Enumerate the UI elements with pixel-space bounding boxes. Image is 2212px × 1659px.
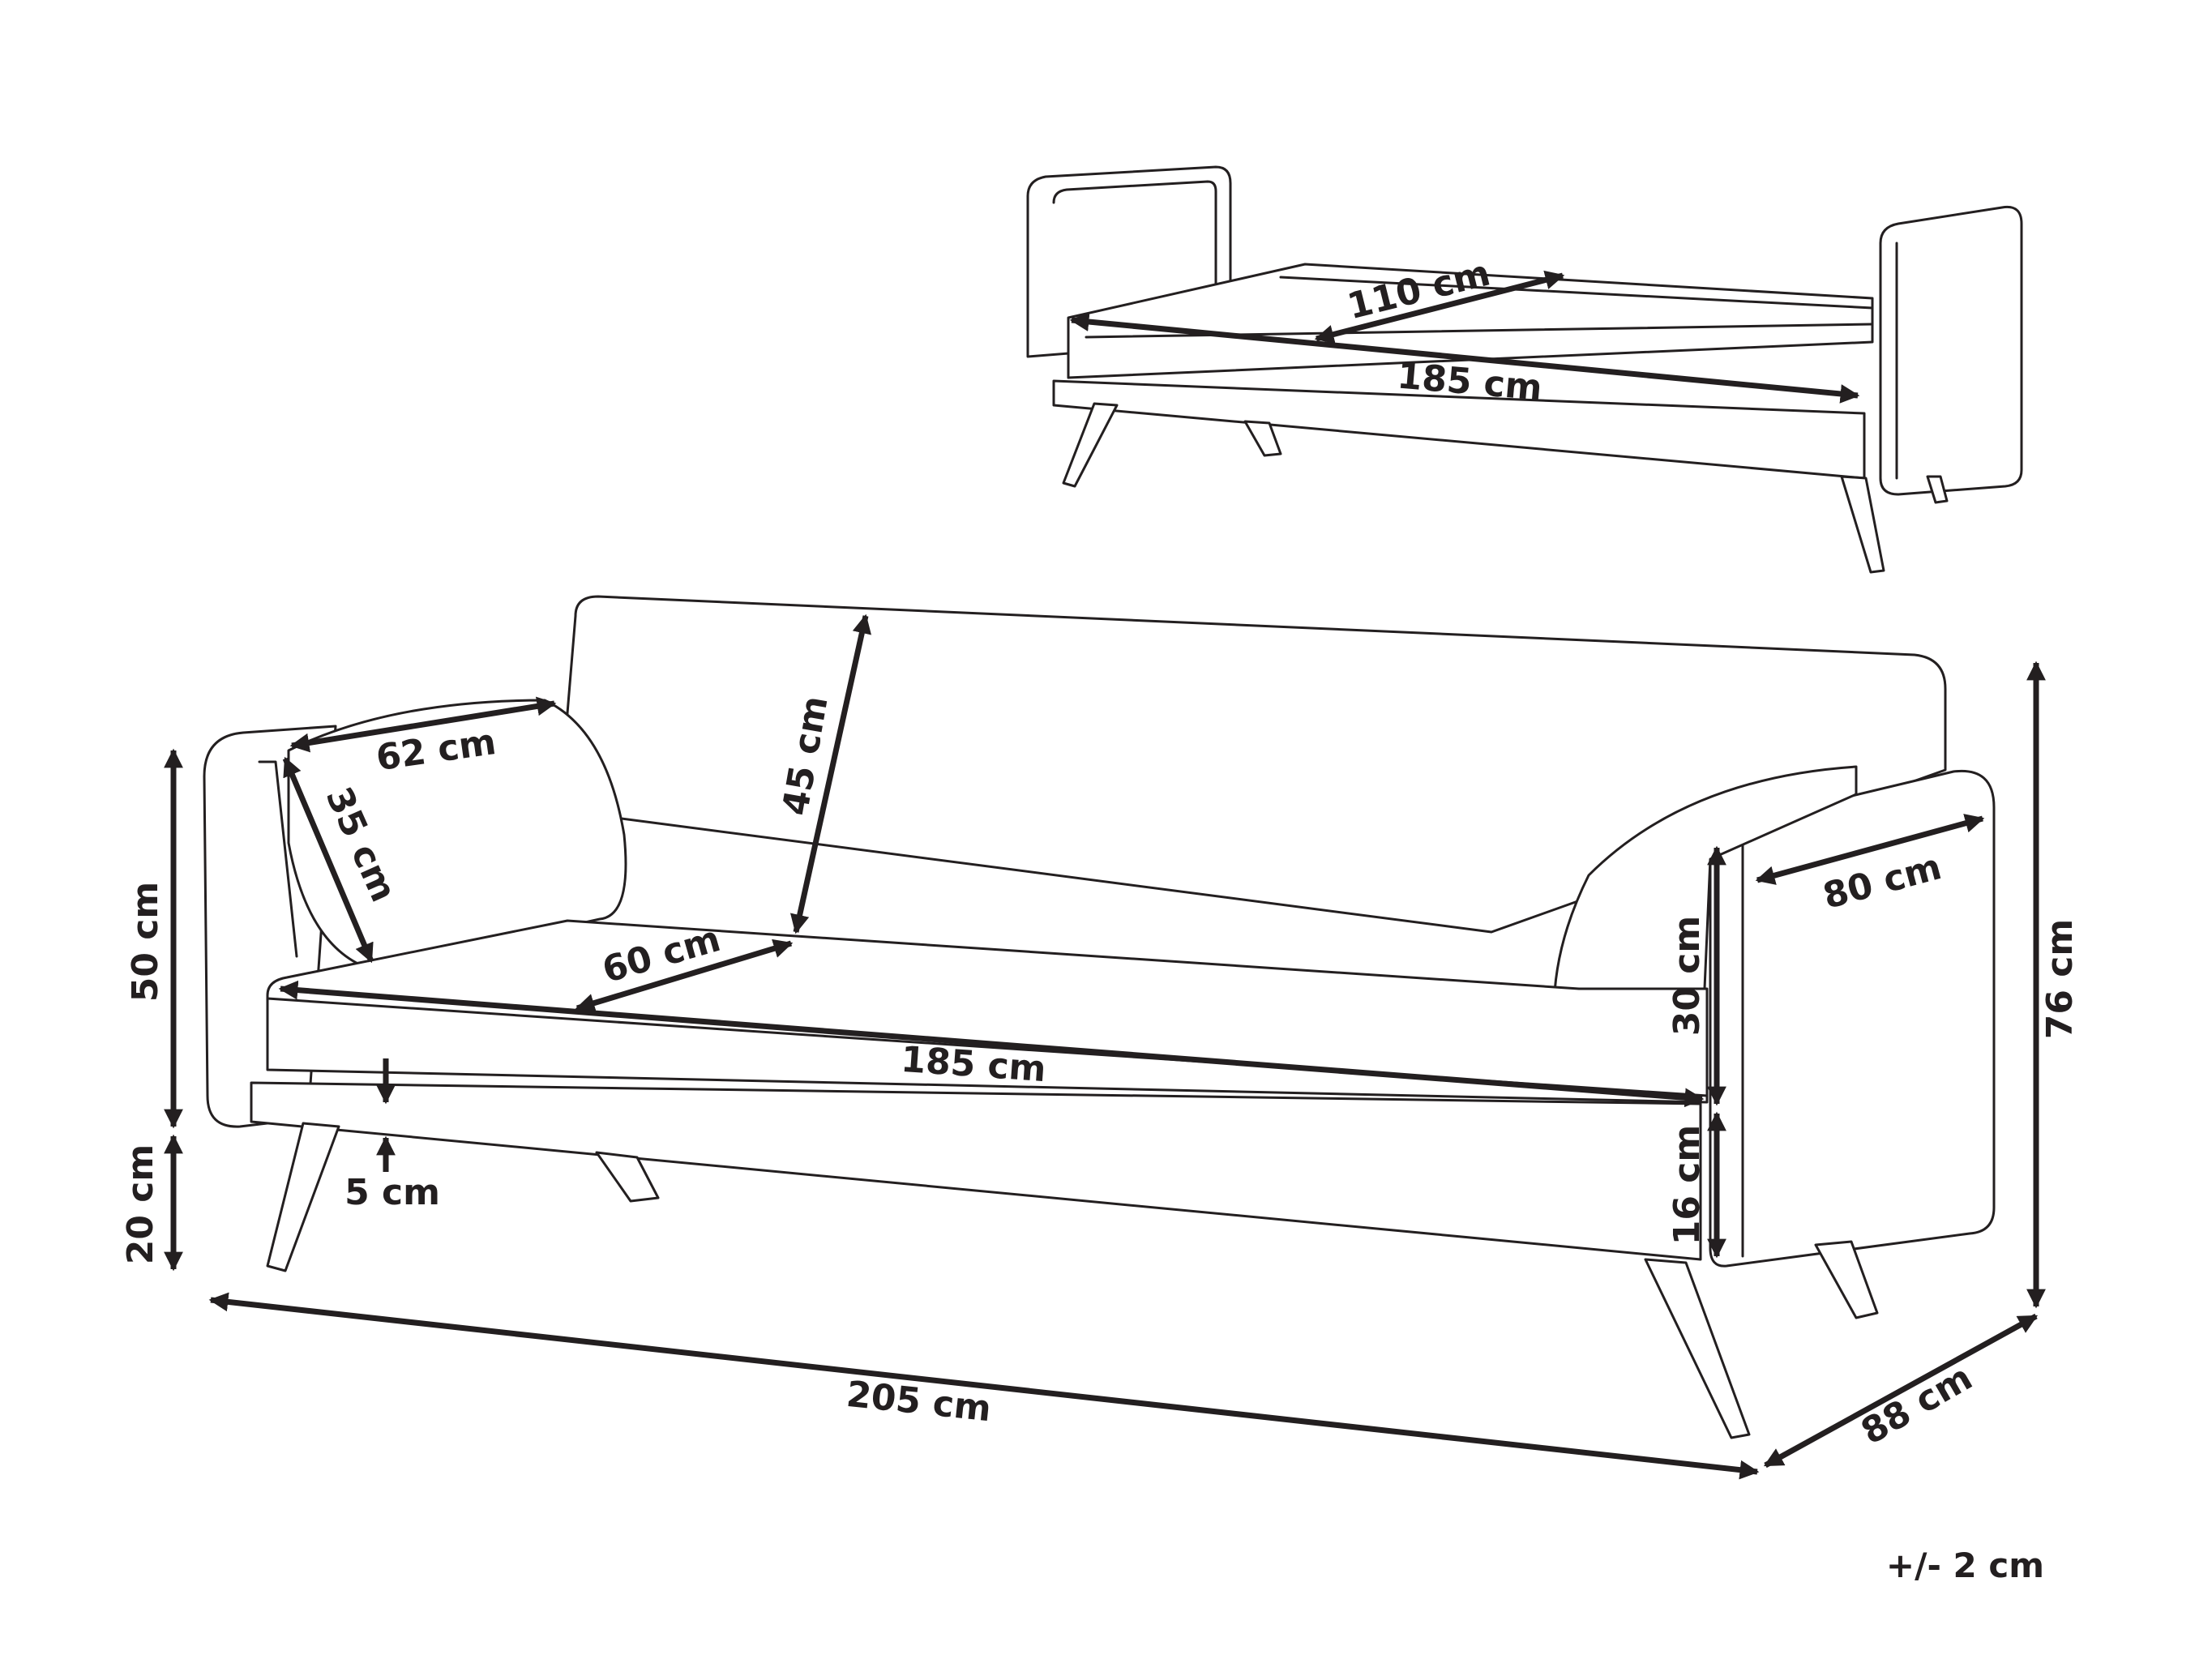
sofa-leg-front-left: [266, 1122, 340, 1272]
bed-length-arrow: [1069, 312, 1860, 404]
sofa-right-armrest: [1709, 769, 1996, 1268]
sofa-leg-back-right: [1814, 1240, 1879, 1319]
backrest-height-arrow: [789, 614, 872, 934]
leg-height-label: 20 cm: [120, 1144, 161, 1264]
tolerance-note: +/- 2 cm: [1886, 1546, 2044, 1585]
seat-width-arrow: [278, 980, 1705, 1108]
sofa-base-frame: [250, 1081, 1702, 1261]
total-seat-height-label: 50 cm: [125, 882, 166, 1002]
total-width-arrow: [208, 1292, 1760, 1480]
sofa-leg-front-right: [1644, 1258, 1751, 1439]
bed-leg-front-left: [1062, 402, 1119, 488]
total-height-label: 76 cm: [2039, 919, 2081, 1039]
bed-leg-front-right: [1840, 475, 1885, 574]
armrest-width-arrow: [1755, 814, 1985, 885]
sofa-configuration-drawing: 62 cm 35 cm 45 cm 60 cm 185 cm 50 cm 20 …: [120, 595, 2081, 1480]
frame-gap-label: 5 cm: [344, 1172, 440, 1213]
bed-leg-back-left: [1243, 420, 1282, 457]
cushion-width-arrow: [289, 696, 557, 753]
seat-width-label: 185 cm: [900, 1039, 1047, 1090]
bed-left-armrest-inner: [1052, 180, 1217, 326]
bed-leg-back-right: [1926, 475, 1949, 504]
armrest-height-label: 30 cm: [1666, 916, 1708, 1036]
frame-height-label: 16 cm: [1666, 1125, 1708, 1245]
sofa-backrest: [558, 595, 1947, 934]
sofa-leg-back-left: [595, 1151, 660, 1203]
bed-configuration-drawing: 110 cm 185 cm: [1026, 165, 2023, 574]
bed-right-armrest: [1879, 205, 2023, 496]
cushion-height-arrow: [282, 756, 374, 964]
total-depth-arrow: [1763, 1313, 2039, 1469]
